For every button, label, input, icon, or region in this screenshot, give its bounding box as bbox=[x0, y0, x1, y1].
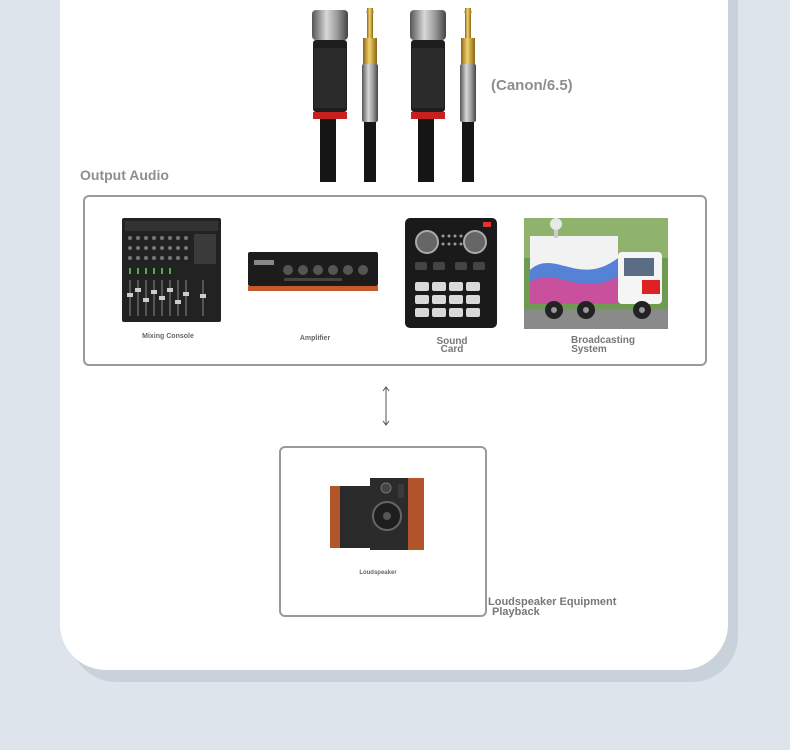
section-title: Output Audio bbox=[80, 167, 169, 183]
mixing-console-label: Mixing Console bbox=[142, 333, 194, 340]
loudspeaker-image bbox=[330, 478, 424, 550]
sound-card-image bbox=[405, 218, 497, 328]
playback-label-line2: Playback bbox=[492, 606, 540, 618]
broadcasting-label-line2: System bbox=[571, 344, 607, 355]
xlr-to-jack-cables-image bbox=[312, 8, 476, 182]
sound-card-label-line2: Card bbox=[440, 344, 464, 355]
bidirectional-arrow-icon bbox=[382, 386, 390, 426]
broadcasting-truck-image bbox=[524, 218, 668, 329]
amplifier-image bbox=[248, 252, 378, 291]
broadcasting-label-line1: Broadcasting bbox=[571, 335, 635, 346]
mixing-console-image bbox=[122, 218, 221, 322]
amplifier-label: Amplifier bbox=[299, 335, 331, 342]
loudspeaker-label: Loudspeaker bbox=[359, 570, 397, 576]
connector-label: (Canon/6.5) bbox=[491, 77, 573, 94]
playback-label-line1: Loudspeaker Equipment bbox=[488, 596, 617, 608]
sound-card-label-line1: Sound bbox=[436, 336, 468, 347]
